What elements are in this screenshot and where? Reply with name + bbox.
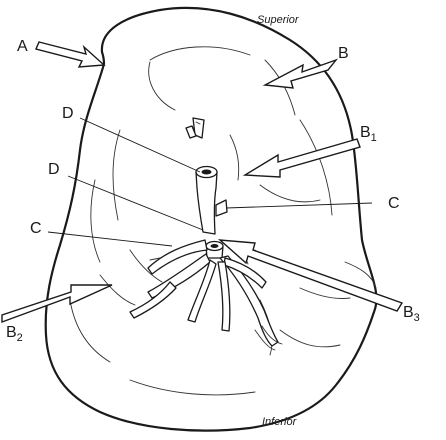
leader-c-right bbox=[226, 203, 372, 208]
label-d-upper: D bbox=[62, 105, 74, 122]
label-b1: B1 bbox=[360, 124, 377, 144]
label-c-right: C bbox=[388, 195, 400, 212]
label-d-lower: D bbox=[48, 161, 60, 178]
label-a: A bbox=[17, 38, 28, 55]
leader-c-left bbox=[48, 232, 172, 246]
upper-vessel-stub bbox=[186, 118, 204, 138]
label-inferior: Inferior bbox=[262, 416, 298, 428]
label-b3: B3 bbox=[403, 304, 420, 324]
leader-d-lower bbox=[68, 176, 203, 230]
label-b: B bbox=[338, 45, 349, 62]
surface-folds bbox=[70, 47, 376, 395]
label-superior: Superior bbox=[257, 14, 300, 26]
arrow-b bbox=[265, 60, 336, 88]
arrow-b2 bbox=[2, 285, 112, 322]
label-b2: B2 bbox=[6, 324, 23, 344]
arrow-a bbox=[36, 42, 104, 67]
label-c-left: C bbox=[30, 220, 42, 237]
arrow-b1 bbox=[245, 139, 360, 177]
leader-d-upper bbox=[80, 118, 200, 172]
